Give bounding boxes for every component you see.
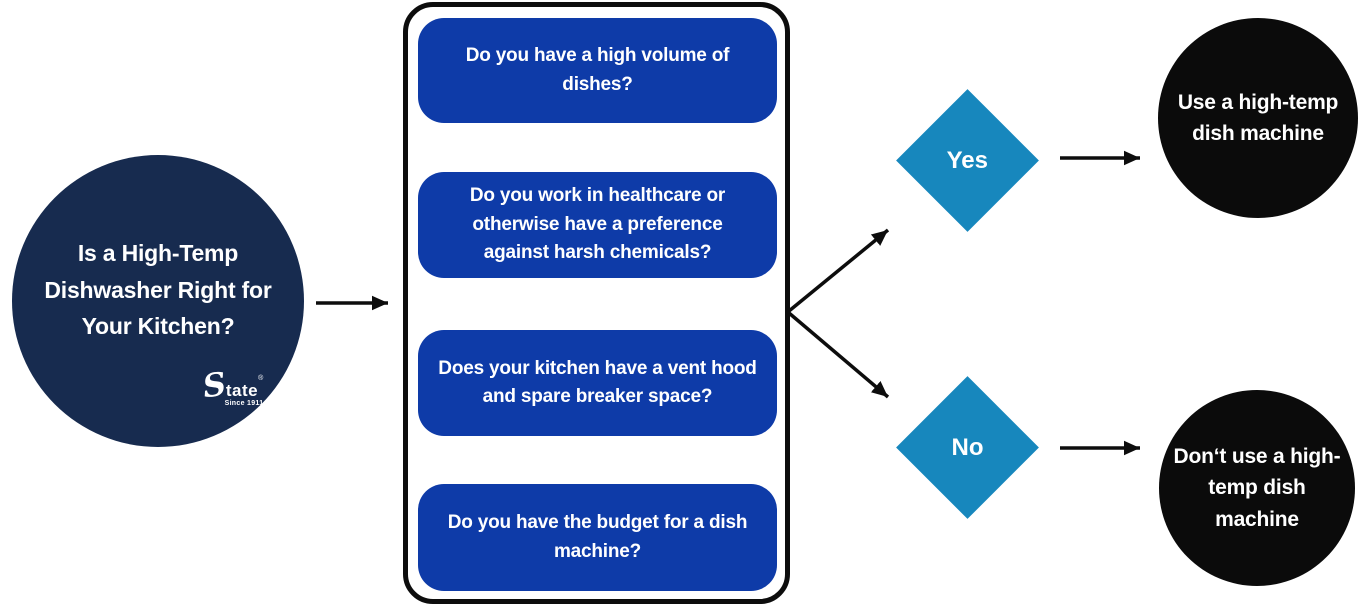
state-brand-logo: S tate ® Since 1911 xyxy=(190,364,276,407)
question-box-healthcare-chemicals: Do you work in healthcare or otherwise h… xyxy=(418,172,777,278)
questions-panel: Do you have a high volume of dishes? Do … xyxy=(403,2,790,604)
outcome-dont-use-high-temp-label: Don‘t use a high-temp dish machine xyxy=(1173,444,1341,531)
decision-yes-label: Yes xyxy=(946,146,989,174)
state-logo-initial: S xyxy=(200,364,229,406)
decision-yes-diamond: Yes xyxy=(896,89,1039,232)
question-box-vent-hood-breaker: Does your kitchen have a vent hood and s… xyxy=(418,330,777,436)
state-brand-wordmark: S tate ® xyxy=(190,364,276,406)
start-question: Is a High-Temp Dishwasher Right for Your… xyxy=(44,239,272,340)
outcome-use-high-temp-label: Use a high-temp dish machine xyxy=(1177,90,1339,146)
outcome-dont-use-high-temp-circle: Don‘t use a high-temp dish machine xyxy=(1159,390,1355,586)
question-box-budget: Do you have the budget for a dish machin… xyxy=(418,484,777,591)
start-node: Is a High-Temp Dishwasher Right for Your… xyxy=(12,155,304,447)
question-box-high-volume: Do you have a high volume of dishes? xyxy=(418,18,777,123)
registered-trademark-icon: ® xyxy=(258,375,264,382)
outcome-use-high-temp-circle: Use a high-temp dish machine xyxy=(1158,18,1358,218)
state-logo-rest: tate xyxy=(225,380,259,400)
decision-no-label: No xyxy=(951,433,984,461)
arrow-panel-to-yes xyxy=(787,228,890,313)
arrow-panel-to-no xyxy=(787,311,890,399)
decision-no-diamond: No xyxy=(896,376,1039,519)
state-logo-tagline: Since 1911 xyxy=(224,399,264,407)
